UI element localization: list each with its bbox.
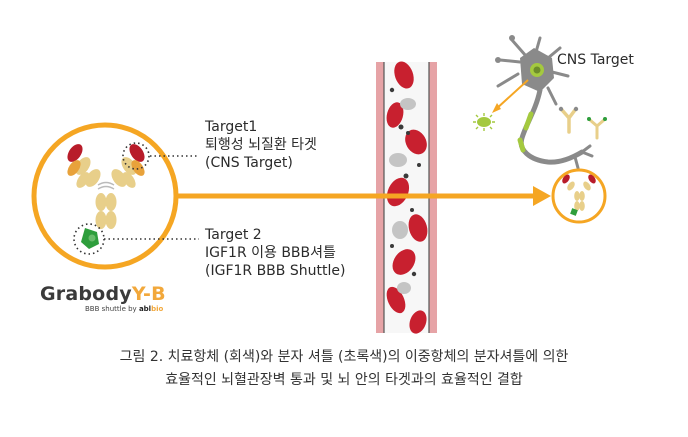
virus-icon [473,113,495,131]
target2-korean: IGF1R 이용 BBB셔틀 [205,245,336,261]
brand-suffix: Y-B [131,283,166,305]
target2-english: (IGF1R BBB Shuttle) [205,263,346,279]
caption-line1: 그림 2. 치료항체 (회색)와 분자 셔틀 (초록색)의 이중항체의 분자셔틀… [119,349,569,365]
neuron-icon [495,35,594,170]
target1-korean: 퇴행성 뇌질환 타겟 [205,137,317,153]
bound-antibody-icon [562,174,596,216]
brand-name: Grabody [40,283,132,305]
brand-subtitle: BBB shuttle by ablbio [85,305,163,313]
free-antibody-icon [558,106,579,134]
transport-arrow [176,186,551,206]
figure-caption: 그림 2. 치료항체 (회색)와 분자 셔틀 (초록색)의 이중항체의 분자셔틀… [0,346,688,392]
bispecific-antibody [67,142,150,255]
free-antibody-icon [587,117,607,140]
target1-highlight [122,142,150,170]
brand-company-suffix: bio [151,305,164,313]
target1-label: Target1 퇴행성 뇌질환 타겟 (CNS Target) [205,118,317,172]
target2-title: Target 2 [205,227,262,243]
cns-target-label: CNS Target [557,52,634,68]
caption-line2: 효율적인 뇌혈관장벽 통과 및 뇌 안의 타겟과의 효율적인 결합 [165,372,523,388]
target1-english: (CNS Target) [205,155,293,171]
target1-title: Target1 [205,119,258,135]
brand-company: abl [138,305,152,313]
shuttle-molecule-icon [81,228,99,249]
target2-label: Target 2 IGF1R 이용 BBB셔틀 (IGF1R BBB Shutt… [205,226,345,280]
grabody-logo: GrabodyY-B [40,283,166,305]
brand-sub-prefix: BBB shuttle by [85,305,139,313]
